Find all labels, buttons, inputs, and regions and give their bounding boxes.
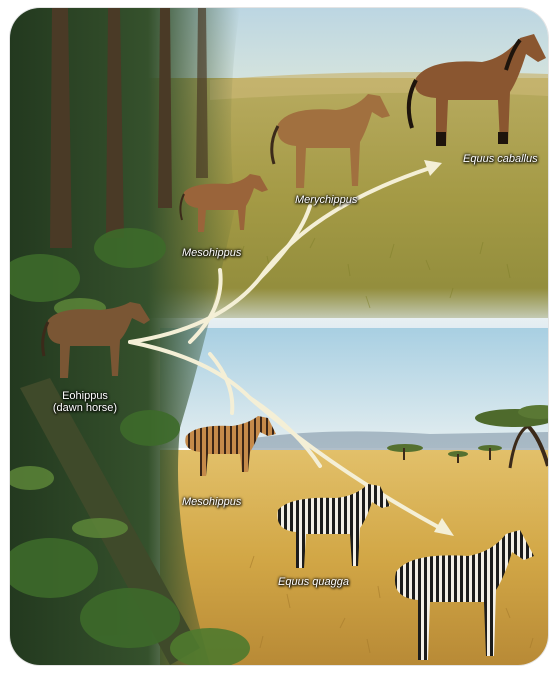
label-mesohippus-upper: Mesohippus <box>182 247 241 259</box>
label-eohippus-note: (dawn horse) <box>40 402 130 414</box>
label-merychippus: Merychippus <box>295 194 357 206</box>
label-eohippus-name: Eohippus <box>40 390 130 402</box>
label-equus-quagga: Equus quagga <box>278 576 349 588</box>
label-eohippus: Eohippus (dawn horse) <box>40 390 130 414</box>
label-mesohippus-lower: Mesohippus <box>182 496 241 508</box>
illustration-frame: Equus caballus Merychippus Mesohippus Eo… <box>10 8 548 665</box>
label-equus-caballus: Equus caballus <box>463 153 538 165</box>
evolution-scene <box>10 8 548 665</box>
